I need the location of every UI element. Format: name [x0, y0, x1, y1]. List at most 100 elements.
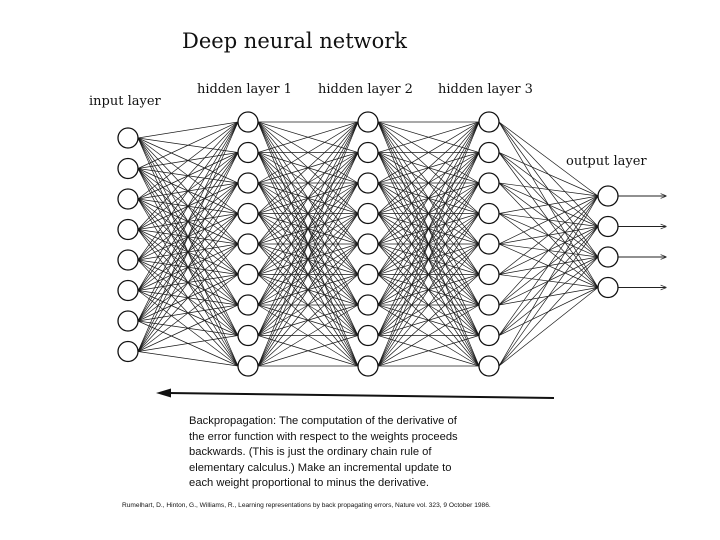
layer-0-node: [117, 218, 139, 241]
connection-line: [257, 121, 359, 275]
layer-0-node: [117, 188, 139, 210]
connection-line: [377, 121, 480, 184]
layer-1-node: [237, 294, 259, 316]
layer-2-node: [357, 324, 379, 347]
connection-line: [377, 121, 480, 367]
layer-1-node: [237, 355, 259, 377]
connection-line: [257, 121, 359, 367]
layer-1-node: [237, 324, 259, 347]
connection-line: [137, 351, 239, 367]
connection-line: [137, 121, 239, 291]
connection-line: [498, 256, 599, 367]
connection-line: [137, 213, 239, 352]
connection-line: [257, 152, 359, 367]
connection-line: [498, 121, 599, 197]
connection-line: [137, 121, 239, 200]
connection-lines: [137, 121, 599, 367]
layer-3-node: [478, 111, 500, 133]
layer-3-node: [478, 202, 500, 225]
connection-line: [498, 195, 599, 306]
connection-line: [257, 274, 359, 367]
connection-line: [377, 121, 480, 153]
layer-1-node: [237, 172, 259, 194]
connection-line: [498, 195, 599, 367]
backpropagation-arrow: [156, 388, 555, 399]
input-layer-label: input layer: [89, 94, 162, 109]
caption-line: each weight proportional to minus the de…: [189, 477, 430, 490]
layer-2-node: [357, 263, 379, 286]
connection-line: [257, 121, 359, 336]
connection-line: [137, 121, 239, 261]
connection-line: [377, 152, 480, 367]
layer-0-node: [117, 249, 139, 271]
connection-line: [498, 226, 599, 367]
connection-line: [137, 121, 239, 230]
connection-line: [257, 121, 359, 184]
layer-0-node: [117, 340, 139, 363]
layer-2-node: [357, 202, 379, 225]
connection-line: [377, 335, 480, 367]
connection-line: [137, 152, 239, 352]
connection-line: [137, 304, 239, 352]
layer-4-node: [597, 246, 619, 268]
layer-4-node: [597, 276, 619, 299]
layer-2-node: [357, 111, 379, 133]
connection-line: [377, 121, 480, 306]
connection-line: [498, 195, 599, 245]
connection-line: [498, 195, 599, 214]
connection-line: [257, 121, 359, 214]
connection-line: [377, 121, 480, 275]
connection-line: [377, 182, 480, 367]
layer-3-node: [478, 355, 500, 377]
connection-line: [377, 243, 480, 367]
layer-2-node: [357, 355, 379, 377]
connection-line: [137, 121, 239, 352]
output-arrows: [618, 196, 666, 288]
network-nodes: [117, 111, 619, 377]
layer-0-node: [117, 279, 139, 302]
connection-line: [257, 335, 359, 367]
connection-line: [377, 121, 480, 214]
hidden-layer-2-label: hidden layer 2: [318, 82, 413, 97]
connection-line: [137, 335, 239, 352]
connection-line: [377, 121, 480, 336]
connection-line: [137, 121, 239, 139]
connection-line: [137, 182, 239, 352]
layer-4-node: [597, 185, 619, 207]
connection-line: [498, 195, 599, 336]
connection-line: [257, 121, 359, 245]
connection-line: [257, 121, 359, 153]
connection-line: [257, 213, 359, 367]
layer-2-node: [357, 294, 379, 316]
caption-line: elementary calculus.) Make an incrementa…: [189, 461, 452, 474]
connection-line: [377, 121, 480, 245]
layer-1-node: [237, 233, 259, 255]
connection-line: [498, 152, 599, 197]
layer-3-node: [478, 294, 500, 316]
layer-2-node: [357, 233, 379, 255]
layer-4-node: [597, 215, 619, 238]
hidden-layer-3-label: hidden layer 3: [438, 82, 533, 97]
connection-line: [137, 274, 239, 352]
connection-line: [137, 243, 239, 352]
layer-2-node: [357, 172, 379, 194]
layer-1-node: [237, 111, 259, 133]
connection-line: [257, 121, 359, 306]
connection-line: [257, 304, 359, 367]
hidden-layer-1-label: hidden layer 1: [197, 82, 292, 97]
connection-line: [377, 213, 480, 367]
connection-line: [137, 121, 239, 322]
layer-0-node: [117, 157, 139, 180]
connection-line: [137, 121, 239, 169]
caption-line: Backpropagation: The computation of the …: [189, 415, 457, 427]
connection-line: [498, 182, 599, 197]
layer-3-node: [478, 172, 500, 194]
connection-line: [257, 243, 359, 367]
output-layer-label: output layer: [566, 154, 647, 169]
layer-0-node: [117, 310, 139, 332]
layer-3-node: [478, 324, 500, 347]
layer-3-node: [478, 233, 500, 255]
diagram-title: Deep neural network: [182, 29, 407, 53]
connection-line: [257, 182, 359, 367]
backpropagation-caption: Backpropagation: The computation of the …: [189, 414, 519, 492]
